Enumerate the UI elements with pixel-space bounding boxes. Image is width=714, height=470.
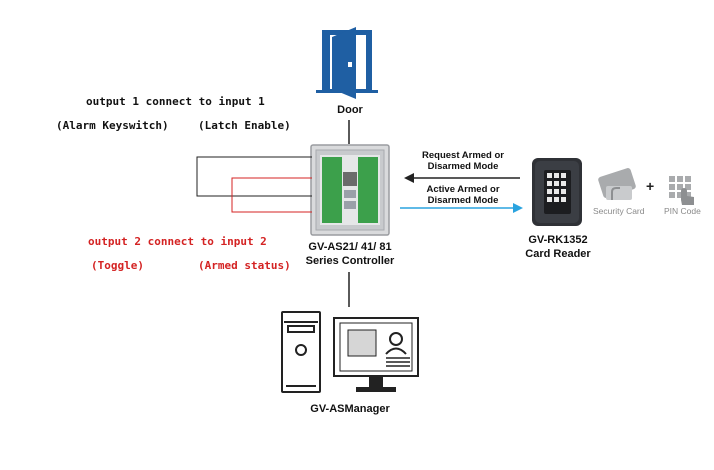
output1-right-note: (Latch Enable)	[198, 119, 291, 132]
request-signal-line2: Disarmed Mode	[427, 161, 499, 172]
request-arrow	[404, 173, 520, 183]
door-icon	[316, 27, 378, 99]
request-signal-label: Request Armed or Disarmed Mode	[408, 150, 518, 172]
door-label: Door	[337, 104, 363, 116]
active-signal-line2: Disarmed Mode	[427, 195, 499, 206]
output2-left-note: (Toggle)	[91, 259, 144, 272]
output1-left-note: (Alarm Keyswitch)	[56, 119, 169, 132]
output2-note: output 2 connect to input 2	[88, 235, 267, 248]
controller-label-line2: Series Controller	[305, 255, 395, 267]
card-reader-line2: Card Reader	[525, 248, 591, 260]
pin-code-label: PIN Code	[664, 206, 701, 216]
active-arrow	[400, 203, 523, 213]
pin-code-icon	[669, 176, 694, 205]
card-reader-line1: GV-RK1352	[528, 234, 588, 246]
output2-wire	[231, 177, 312, 213]
controller-icon	[310, 144, 390, 236]
plus-sign: +	[646, 178, 655, 194]
monitor-icon	[333, 317, 419, 392]
request-signal-line1: Request Armed or	[422, 150, 504, 161]
output2-right-note: (Armed status)	[198, 259, 291, 272]
controller-label: GV-AS21/ 41/ 81 Series Controller	[295, 240, 405, 268]
pc-tower-icon	[281, 311, 321, 393]
output1-note: output 1 connect to input 1	[86, 95, 265, 108]
controller-label-line1: GV-AS21/ 41/ 81	[308, 241, 392, 253]
card-reader-icon	[532, 158, 582, 226]
active-signal-label: Active Armed or Disarmed Mode	[408, 184, 518, 206]
active-signal-line1: Active Armed or	[426, 184, 500, 195]
security-card-label: Security Card	[593, 206, 645, 216]
manager-label: GV-ASManager	[310, 403, 390, 415]
security-card-icon	[598, 168, 636, 200]
output1-wire	[196, 156, 312, 197]
card-reader-label: GV-RK1352 Card Reader	[508, 233, 608, 261]
